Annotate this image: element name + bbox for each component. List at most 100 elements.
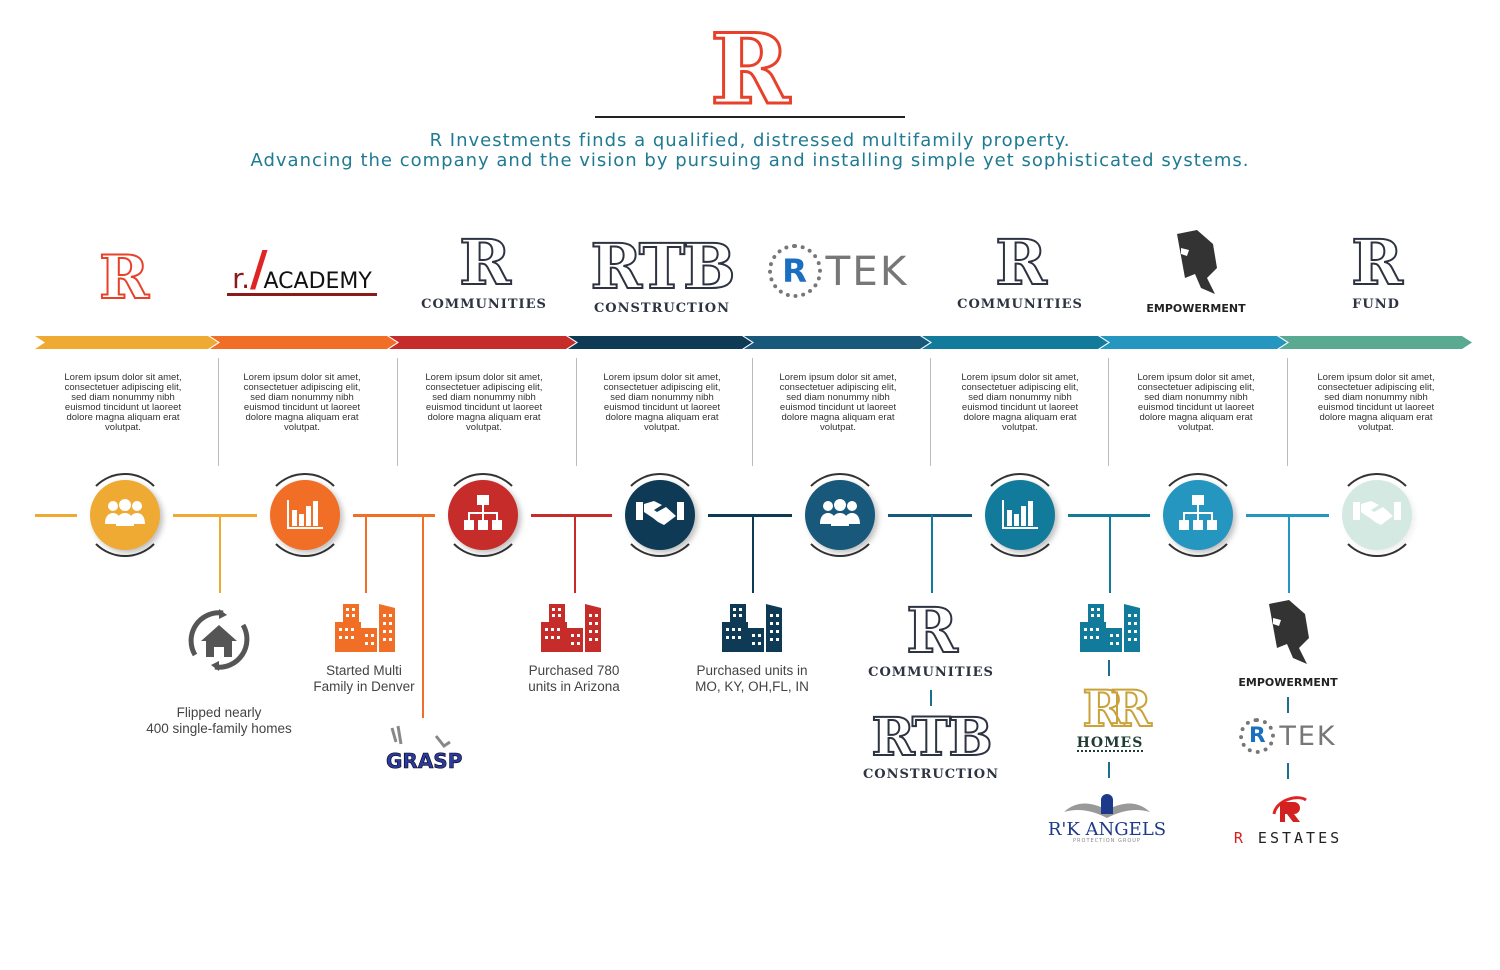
logo-subtitle: PROTECTION GROUP [1073, 838, 1141, 844]
column-divider-6 [1108, 358, 1109, 466]
milestone-circle-8 [1342, 480, 1412, 550]
circle-ring-5 [798, 473, 882, 557]
r-estates-r: R [1233, 829, 1246, 847]
org-chart-icon [1178, 493, 1218, 538]
bar-chart-icon [1000, 496, 1040, 535]
building-icon [722, 604, 782, 657]
timeline-arrow-segment-7 [1100, 336, 1287, 349]
drop-line [752, 515, 754, 593]
milestone-circle-5 [805, 480, 875, 550]
milestone-circle-3 [448, 480, 518, 550]
milestone-circle-7 [1163, 480, 1233, 550]
description-text-3: Lorem ipsum dolor sit amet, consectetuer… [425, 372, 543, 433]
description-text-2: Lorem ipsum dolor sit amet, consectetuer… [243, 372, 361, 433]
circle-ring-2 [263, 473, 347, 557]
logo-subtitle: EMPOWERMENT [1238, 676, 1338, 689]
building-icon [335, 604, 395, 657]
drop-line [365, 515, 367, 593]
circle-ring-8 [1335, 473, 1419, 557]
timeline-arrow-segment-2 [210, 336, 397, 349]
logo-subtitle: HOMES [1076, 735, 1144, 752]
logo-letter: RR [1081, 679, 1152, 738]
timeline-arrow-segment-4 [568, 336, 752, 349]
logo-subtitle: COMMUNITIES [957, 297, 1083, 312]
connector-line [708, 514, 792, 517]
connector-line [353, 514, 435, 517]
logo-subtitle: FUND [1352, 297, 1400, 312]
wings-helmet-icon [1064, 794, 1150, 818]
description-text-6: Lorem ipsum dolor sit amet, consectetuer… [961, 372, 1079, 433]
building-icon [1080, 604, 1140, 657]
tagline-1: R Investments finds a qualified, distres… [429, 130, 1071, 151]
circle-ring-1 [83, 473, 167, 557]
empowerment-logo: REMPOWERMENT [1203, 598, 1373, 688]
logo-letter: R [994, 226, 1048, 299]
timeline-arrow-segment-5 [744, 336, 930, 349]
column-divider-1 [218, 358, 219, 466]
rtek-emblem: R [1239, 718, 1276, 754]
circle-ring-4 [618, 473, 702, 557]
description-text-4: Lorem ipsum dolor sit amet, consectetuer… [603, 372, 721, 433]
column-divider-4 [752, 358, 753, 466]
stack-connector [1287, 763, 1289, 779]
milestone-circle-6 [985, 480, 1055, 550]
r-logo-letter: R [98, 243, 150, 313]
column-logo-1: R [38, 243, 208, 313]
header-divider [595, 116, 905, 118]
column-divider-3 [576, 358, 577, 466]
logo-letter: R [905, 594, 959, 667]
logo-letter: R [1350, 226, 1404, 299]
description-text-5: Lorem ipsum dolor sit amet, consectetuer… [779, 372, 897, 433]
bar-chart-icon [285, 496, 325, 535]
stack-connector [1287, 697, 1289, 713]
rtek-text: TEK [1279, 720, 1337, 752]
circle-ring-6 [978, 473, 1062, 557]
r-estates-emblem-icon [1272, 796, 1307, 822]
logo-subtitle: EMPOWERMENT [1146, 302, 1246, 315]
logo-letter: RTB [871, 707, 994, 768]
circle-ring-7 [1156, 473, 1240, 557]
description-text-7: Lorem ipsum dolor sit amet, consectetuer… [1137, 372, 1255, 433]
drop-line [574, 515, 576, 593]
logo-letter: RTB [590, 230, 737, 303]
milestone-circle-4 [625, 480, 695, 550]
stack-connector [1108, 762, 1110, 778]
connector-line [888, 514, 972, 517]
handshake-icon [635, 498, 685, 533]
timeline-arrow-segment-8 [1279, 336, 1472, 349]
drop-line [1288, 515, 1290, 593]
connector-line [173, 514, 257, 517]
logo-subtitle: COMMUNITIES [421, 297, 547, 312]
connector-line [531, 514, 612, 517]
empowerment-emblem-icon [1111, 228, 1281, 303]
grasp-text: GRASP [386, 749, 462, 772]
timeline-arrow-segment-6 [922, 336, 1108, 349]
drop-line [219, 515, 221, 593]
flip-house-icon [183, 605, 255, 680]
logo-letter: R [458, 226, 512, 299]
r-estates-logo: R ESTATES [1203, 794, 1373, 846]
stack-connector [930, 690, 932, 706]
rtek-text: TEK [825, 246, 909, 295]
circle-ring-3 [441, 473, 525, 557]
handshake-icon [1352, 498, 1402, 533]
column-divider-7 [1287, 358, 1288, 466]
org-chart-icon [463, 493, 503, 538]
description-text-8: Lorem ipsum dolor sit amet, consectetuer… [1317, 372, 1435, 433]
rtek-emblem: R [767, 244, 822, 298]
milestone-circle-2 [270, 480, 340, 550]
people-icon [103, 498, 147, 533]
connector-line [1246, 514, 1329, 517]
empowerment-emblem-icon [1203, 598, 1373, 673]
timeline-arrow-segment-1 [35, 336, 218, 349]
logo-subtitle: COMMUNITIES [868, 665, 994, 680]
